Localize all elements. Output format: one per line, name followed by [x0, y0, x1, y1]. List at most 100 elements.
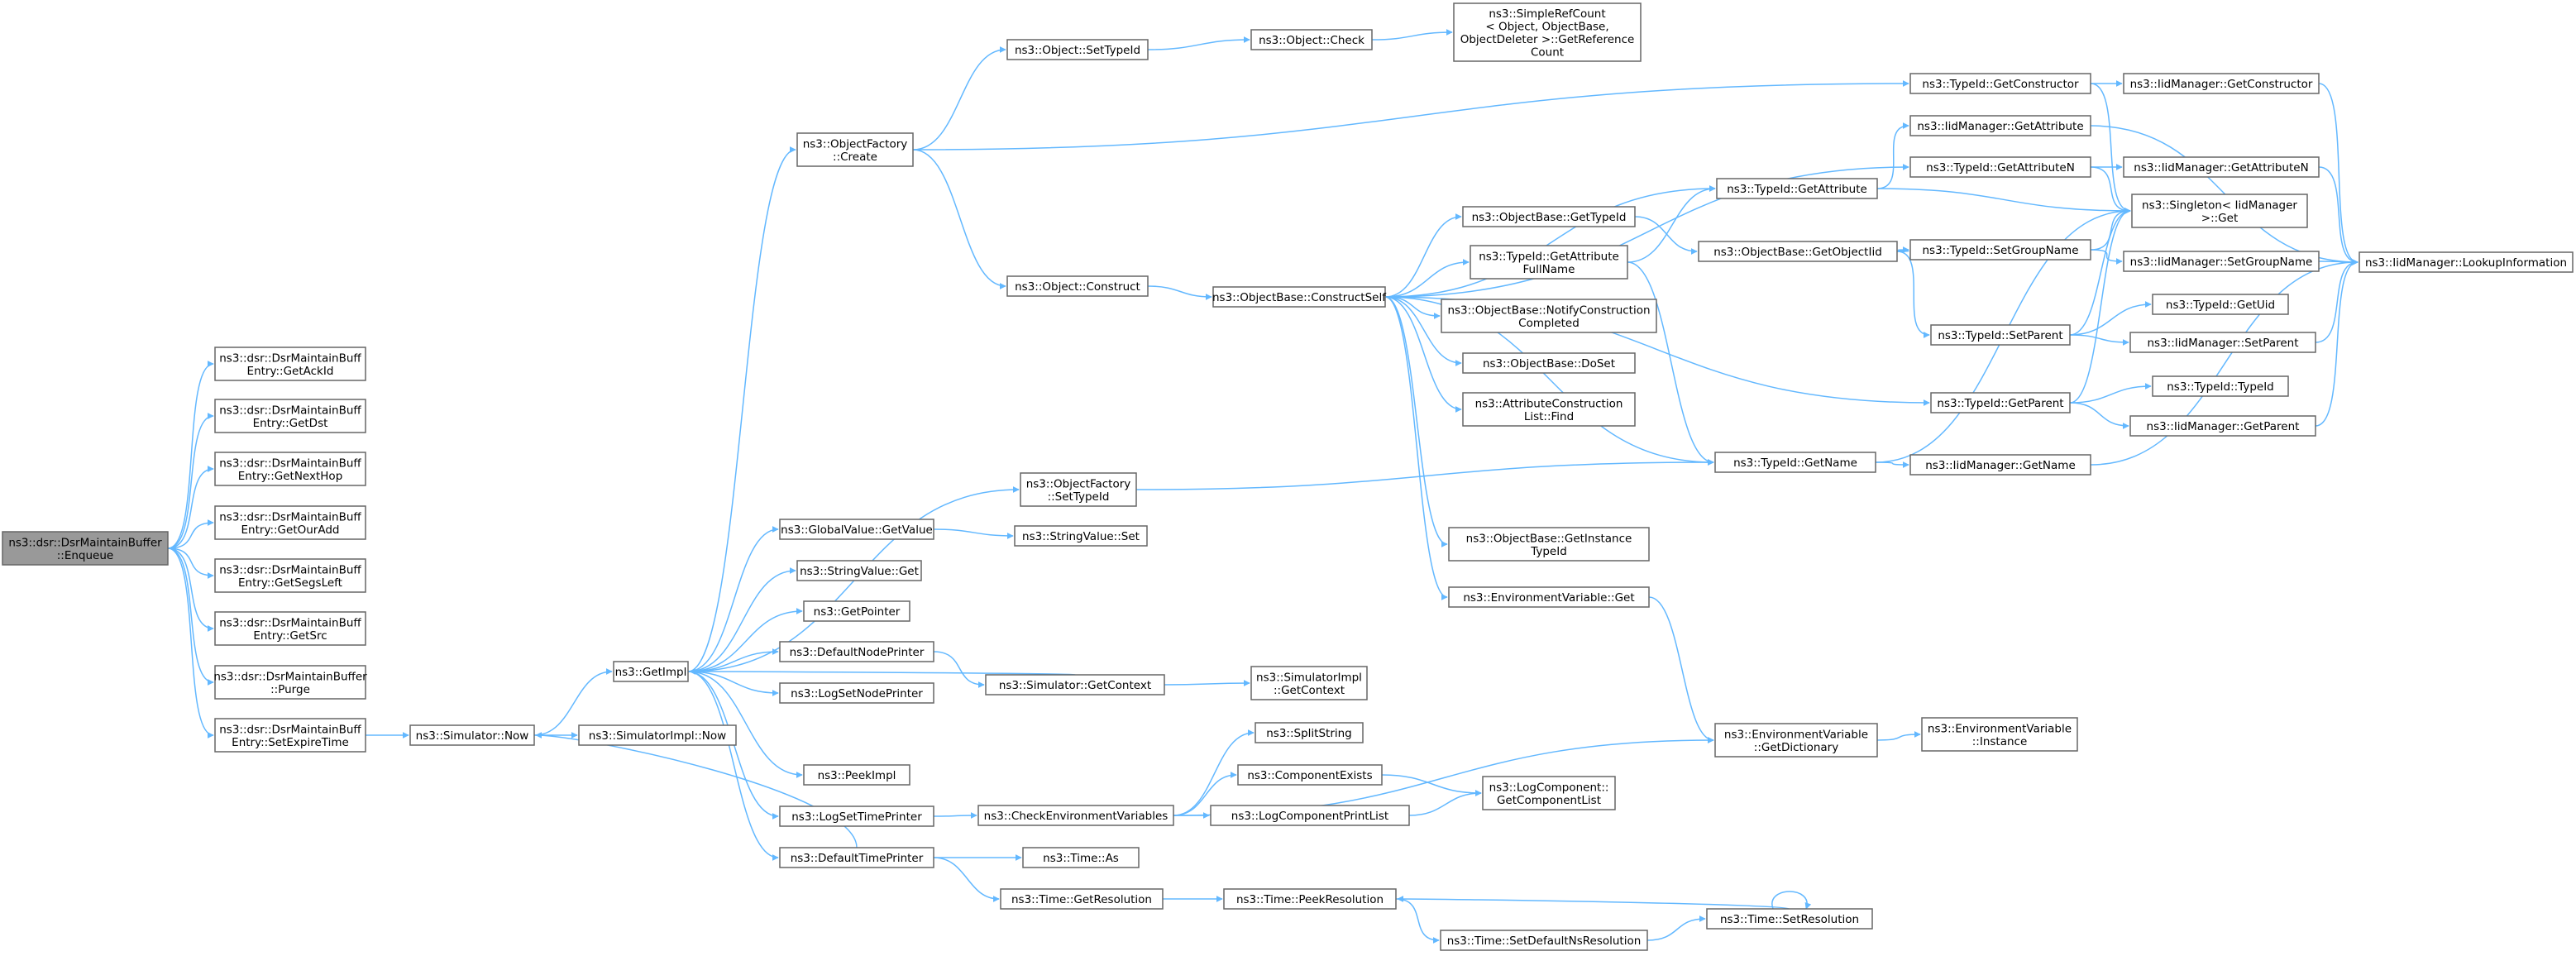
node-compexists[interactable]: ns3::ComponentExists [1237, 764, 1383, 786]
node-ofcreate[interactable]: ns3::ObjectFactory::Create [796, 132, 914, 167]
node-label: FullName [1523, 263, 1575, 276]
edge-line [535, 732, 858, 848]
edge-line [1164, 680, 1250, 687]
node-logsetnodeprinter[interactable]: ns3::LogSetNodePrinter [779, 682, 934, 704]
node-label: ns3::dsr::DsrMaintainBuff [219, 456, 361, 470]
node-singletonget[interactable]: ns3::Singleton< IidManager >::Get [2131, 194, 2308, 228]
node-logsettimeprinter[interactable]: ns3::LogSetTimePrinter [779, 805, 934, 827]
node-timeas[interactable]: ns3::Time::As [1022, 847, 1140, 868]
node-iidgetconstructor[interactable]: ns3::IidManager::GetConstructor [2123, 73, 2320, 94]
node-iidlookup[interactable]: ns3::IidManager::LookupInformation [2359, 251, 2574, 273]
node-getimpl[interactable]: ns3::GetImpl [613, 661, 689, 682]
node-obnotify[interactable]: ns3::ObjectBase::NotifyConstructionCompl… [1441, 299, 1657, 333]
node-logcompgetlist[interactable]: ns3::LogComponent::GetComponentList [1482, 776, 1616, 810]
node-envgetdict[interactable]: ns3::EnvironmentVariable::GetDictionary [1714, 723, 1878, 758]
node-tidgetattrn[interactable]: ns3::TypeId::GetAttributeN [1909, 156, 2091, 178]
node-svget[interactable]: ns3::StringValue::Get [796, 560, 922, 581]
node-label: ns3::GetPointer [814, 605, 901, 619]
node-tidtypeid[interactable]: ns3::TypeId::TypeId [2152, 375, 2289, 397]
edge-line [2090, 249, 2123, 265]
node-box [779, 847, 934, 868]
node-obgettypeid[interactable]: ns3::ObjectBase::GetTypeId [1462, 206, 1636, 227]
node-box [2129, 332, 2316, 353]
edge-enqueue-to-getouradd [167, 519, 214, 549]
node-label: ::Create [833, 151, 877, 164]
node-label: ns3::Object::Construct [1015, 280, 1140, 294]
node-tidgetname[interactable]: ns3::TypeId::GetName [1714, 452, 1876, 473]
edge-line [1384, 296, 1448, 547]
node-gvgetvalue[interactable]: ns3::GlobalValue::GetValue [779, 519, 934, 540]
node-getpointer[interactable]: ns3::GetPointer [803, 600, 910, 622]
node-timesetres[interactable]: ns3::Time::SetResolution [1706, 908, 1873, 930]
edge-tidsetparent-to-singletonget [2069, 208, 2131, 336]
node-defnodeprinter[interactable]: ns3::DefaultNodePrinter [779, 641, 934, 662]
node-obdoset[interactable]: ns3::ObjectBase::DoSet [1462, 352, 1636, 374]
node-getsegsleft[interactable]: ns3::dsr::DsrMaintainBuffEntry::GetSegsL… [214, 558, 366, 593]
edge-line [167, 413, 214, 549]
node-iidsetparent[interactable]: ns3::IidManager::SetParent [2129, 332, 2316, 353]
node-tidgetattr[interactable]: ns3::TypeId::GetAttribute [1716, 178, 1878, 199]
node-iidgetattrn[interactable]: ns3::IidManager::GetAttributeN [2123, 156, 2320, 178]
node-objconstruct[interactable]: ns3::Object::Construct [1006, 275, 1149, 297]
edge-obconstructself-to-envget [1384, 296, 1448, 600]
node-purge[interactable]: ns3::dsr::DsrMaintainBuffer::Purge [213, 665, 367, 700]
node-obgetobjectiid[interactable]: ns3::ObjectBase::GetObjectIid [1698, 241, 1898, 262]
node-getnexthop[interactable]: ns3::dsr::DsrMaintainBuffEntry::GetNextH… [214, 452, 366, 486]
edge-line [167, 547, 214, 686]
node-svset[interactable]: ns3::StringValue::Set [1014, 525, 1148, 547]
edge-line [687, 671, 779, 861]
edge-compexists-to-logcompgetlist [1381, 774, 1482, 796]
node-timegetres[interactable]: ns3::Time::GetResolution [1000, 888, 1164, 910]
node-checkenv[interactable]: ns3::CheckEnvironmentVariables [977, 805, 1174, 826]
node-srcgetref[interactable]: ns3::SimpleRefCount< Object, ObjectBase,… [1453, 2, 1642, 62]
node-simimplgetcontext[interactable]: ns3::SimulatorImpl::GetContext [1250, 666, 1368, 700]
node-objcheck[interactable]: ns3::Object::Check [1250, 29, 1373, 50]
edge-timesetres-to-timesetres [1771, 891, 1812, 910]
node-iidgetparent[interactable]: ns3::IidManager::GetParent [2129, 415, 2316, 437]
node-logcompprintlist[interactable]: ns3::LogComponentPrintList [1210, 805, 1410, 826]
node-timepeekres[interactable]: ns3::Time::PeekResolution [1223, 888, 1397, 910]
node-peekimpl[interactable]: ns3::PeekImpl [803, 764, 910, 786]
edge-line [1876, 731, 1921, 741]
node-tidgetuid[interactable]: ns3::TypeId::GetUid [2152, 294, 2289, 315]
node-label: ns3::TypeId::GetAttribute [1727, 183, 1867, 196]
node-box [1440, 930, 1648, 951]
node-getouradd[interactable]: ns3::dsr::DsrMaintainBuffEntry::GetOurAd… [214, 505, 366, 540]
node-tidgetconstructor[interactable]: ns3::TypeId::GetConstructor [1909, 73, 2091, 94]
edge-line [2069, 208, 2131, 404]
node-setexpiretime[interactable]: ns3::dsr::DsrMaintainBuffEntry::SetExpir… [214, 718, 366, 753]
node-label: ns3::ObjectFactory [1026, 477, 1131, 490]
node-box [1698, 241, 1898, 262]
node-box [1706, 908, 1873, 930]
node-label: Entry::GetSegsLeft [238, 576, 342, 590]
node-tidsetgroupname[interactable]: ns3::TypeId::SetGroupName [1909, 239, 2091, 261]
node-tidsetparent[interactable]: ns3::TypeId::SetParent [1930, 324, 2071, 346]
edge-line [1876, 122, 1909, 189]
node-envget[interactable]: ns3::EnvironmentVariable::Get [1448, 586, 1650, 608]
node-obconstructself[interactable]: ns3::ObjectBase::ConstructSelf [1212, 286, 1387, 308]
node-box [977, 805, 1174, 826]
node-enqueue[interactable]: ns3::dsr::DsrMaintainBuffer::Enqueue [2, 531, 169, 566]
node-simgetcontext[interactable]: ns3::Simulator::GetContext [985, 674, 1165, 695]
node-simnow[interactable]: ns3::Simulator::Now [409, 724, 535, 746]
node-iidsetgroupname[interactable]: ns3::IidManager::SetGroupName [2123, 251, 2320, 272]
edge-envgetdict-to-envinstance [1876, 731, 1921, 741]
node-iidgetname[interactable]: ns3::IidManager::GetName [1909, 454, 2091, 476]
node-envinstance[interactable]: ns3::EnvironmentVariable::Instance [1921, 717, 2078, 752]
node-deftimeprinter[interactable]: ns3::DefaultTimePrinter [779, 847, 934, 868]
node-tidgetparent[interactable]: ns3::TypeId::GetParent [1930, 392, 2071, 413]
node-ofsettypeid[interactable]: ns3::ObjectFactory::SetTypeId [1020, 472, 1137, 507]
edge-line [687, 146, 796, 672]
node-iidgetattr[interactable]: ns3::IidManager::GetAttribute [1909, 115, 2091, 136]
node-timesetdefns[interactable]: ns3::Time::SetDefaultNsResolution [1440, 930, 1648, 951]
node-simimplnow[interactable]: ns3::SimulatorImpl::Now [578, 724, 737, 746]
node-objsettypeid[interactable]: ns3::Object::SetTypeId [1006, 39, 1149, 60]
edge-enqueue-to-setexpiretime [167, 547, 214, 739]
node-splitstring[interactable]: ns3::SplitString [1255, 722, 1364, 743]
